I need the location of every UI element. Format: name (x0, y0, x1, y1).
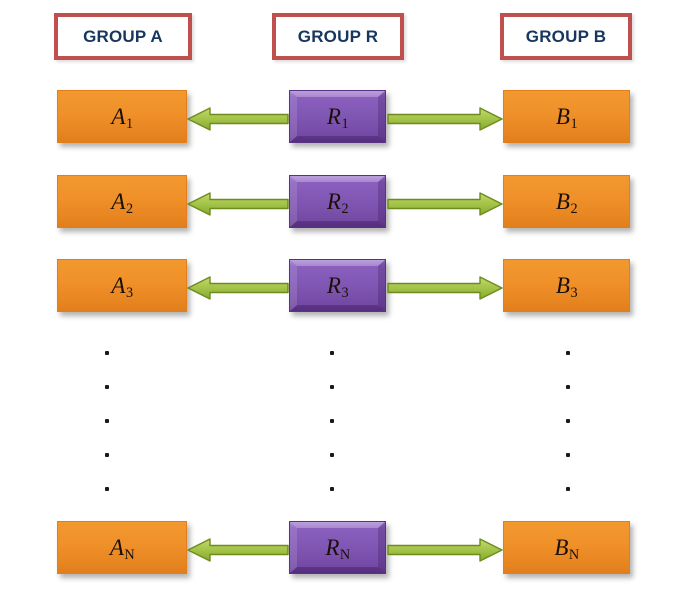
node-bn: BN (503, 521, 630, 574)
arrow-left-rn-to-an (186, 536, 290, 564)
node-r3: R3 (289, 259, 386, 312)
node-rn-label: RN (325, 535, 351, 563)
ellipsis-dot-r-3 (330, 419, 334, 423)
ellipsis-dot-r-1 (330, 351, 334, 355)
node-r1: R1 (289, 90, 386, 143)
ellipsis-dot-r-2 (330, 385, 334, 389)
arrow-left-r2-to-a2 (186, 190, 290, 218)
node-r3-label: R3 (326, 273, 349, 301)
ellipsis-dot-b-4 (566, 453, 570, 457)
node-r1-label: R1 (326, 104, 349, 132)
node-bn-label: BN (554, 535, 580, 563)
node-rn: RN (289, 521, 386, 574)
node-a2: A2 (57, 175, 187, 228)
arrow-left-r3-to-a3 (186, 274, 290, 302)
node-b3: B3 (503, 259, 630, 312)
ellipsis-dot-a-4 (105, 453, 109, 457)
node-a3-label: A3 (111, 273, 134, 301)
ellipsis-dot-a-3 (105, 419, 109, 423)
node-b2-label: B2 (555, 189, 578, 217)
node-a1-label: A1 (111, 104, 134, 132)
node-b1-label: B1 (555, 104, 578, 132)
group-header-r-label: GROUP R (297, 26, 379, 46)
node-a2-label: A2 (111, 189, 134, 217)
node-a3: A3 (57, 259, 187, 312)
arrow-right-r2-to-b2 (386, 190, 504, 218)
arrow-left-r1-to-a1 (186, 105, 290, 133)
group-header-a-label: GROUP A (83, 26, 163, 46)
arrow-right-r3-to-b3 (386, 274, 504, 302)
node-b1: B1 (503, 90, 630, 143)
ellipsis-dot-r-5 (330, 487, 334, 491)
ellipsis-dot-r-4 (330, 453, 334, 457)
node-an-label: AN (109, 535, 135, 563)
ellipsis-dot-a-1 (105, 351, 109, 355)
ellipsis-dot-a-5 (105, 487, 109, 491)
arrow-right-rn-to-bn (386, 536, 504, 564)
node-a1: A1 (57, 90, 187, 143)
node-an: AN (57, 521, 187, 574)
ellipsis-dot-b-5 (566, 487, 570, 491)
node-b3-label: B3 (555, 273, 578, 301)
group-header-b: GROUP B (500, 13, 632, 60)
ellipsis-dot-a-2 (105, 385, 109, 389)
group-header-r: GROUP R (272, 13, 404, 60)
arrow-right-r1-to-b1 (386, 105, 504, 133)
group-header-a: GROUP A (54, 13, 192, 60)
node-r2-label: R2 (326, 189, 349, 217)
ellipsis-dot-b-2 (566, 385, 570, 389)
node-b2: B2 (503, 175, 630, 228)
node-r2: R2 (289, 175, 386, 228)
ellipsis-dot-b-1 (566, 351, 570, 355)
ellipsis-dot-b-3 (566, 419, 570, 423)
group-header-b-label: GROUP B (525, 26, 607, 46)
